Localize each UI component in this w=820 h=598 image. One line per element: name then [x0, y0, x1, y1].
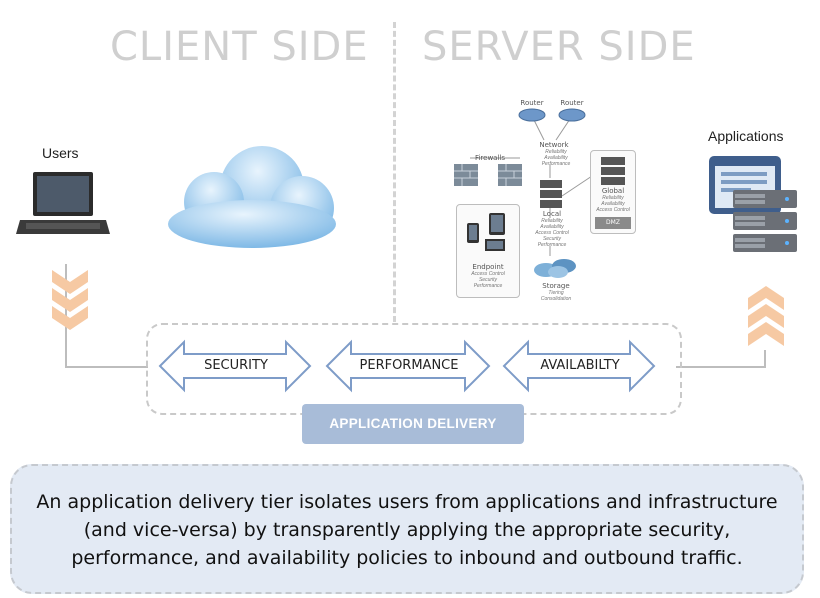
local-server-icon [540, 180, 562, 208]
network-performance: Performance [541, 161, 571, 167]
firewall-icon [498, 164, 522, 186]
dmz-label: DMZ [595, 217, 631, 229]
outbound-chevron-arrows [748, 286, 784, 346]
network-title: Network [539, 141, 569, 149]
router-icon [558, 108, 586, 122]
security-double-arrow [158, 339, 312, 393]
router-icon [518, 108, 546, 122]
firewalls-label: Firewalls [474, 154, 506, 162]
global-title: Global [601, 187, 625, 195]
dmz-box: Global Reliability Availability Access C… [590, 150, 636, 234]
local-title: Local [542, 210, 562, 218]
global-availability: Availability [601, 201, 625, 207]
caption-box: An application delivery tier isolates us… [10, 464, 804, 594]
endpoint-title: Endpoint [472, 263, 504, 271]
local-access-control: Access Control [535, 230, 569, 236]
global-access-control: Access Control [596, 207, 630, 213]
caption-text: An application delivery tier isolates us… [36, 491, 778, 569]
local-security: Security [542, 236, 562, 242]
client-server-divider [393, 22, 396, 322]
inbound-chevron-arrows [52, 270, 88, 330]
client-side-heading: CLIENT SIDE [110, 24, 369, 70]
router-label-1: Router [520, 99, 544, 107]
performance-double-arrow [325, 339, 491, 393]
network-diagram: Router Router Network Reliability Availa… [440, 96, 640, 306]
global-server-icon [601, 157, 625, 185]
local-availability: Availability [540, 224, 564, 230]
local-reliability: Reliability [541, 218, 563, 224]
network-availability: Availability [544, 155, 568, 161]
endpoint-devices-icon [467, 213, 505, 251]
laptop-icon [16, 172, 110, 234]
network-reliability: Reliability [545, 149, 567, 155]
storage-consolidation: Consolidation [540, 296, 572, 302]
users-label: Users [42, 145, 79, 161]
firewall-icon [454, 164, 478, 186]
performance-label: PERFORMANCE [359, 358, 459, 373]
applications-label: Applications [708, 128, 784, 144]
endpoint-access-control: Access Control [471, 271, 505, 277]
storage-title: Storage [542, 282, 570, 290]
availability-double-arrow [502, 339, 656, 393]
application-delivery-label: APPLICATION DELIVERY [302, 404, 524, 444]
endpoint-performance: Performance [473, 283, 503, 289]
local-performance: Performance [537, 242, 567, 248]
security-label: SECURITY [204, 358, 268, 373]
availability-label: AVAILABILTY [540, 358, 620, 373]
storage-icon [534, 259, 576, 278]
endpoint-box: Endpoint Access Control Security Perform… [456, 204, 520, 298]
global-reliability: Reliability [602, 195, 624, 201]
cloud-icon [168, 146, 336, 248]
storage-tiering: Tiering [548, 290, 564, 296]
endpoint-security: Security [478, 277, 498, 283]
application-servers-icon [709, 156, 797, 252]
server-side-heading: SERVER SIDE [422, 24, 696, 70]
router-label-2: Router [560, 99, 584, 107]
